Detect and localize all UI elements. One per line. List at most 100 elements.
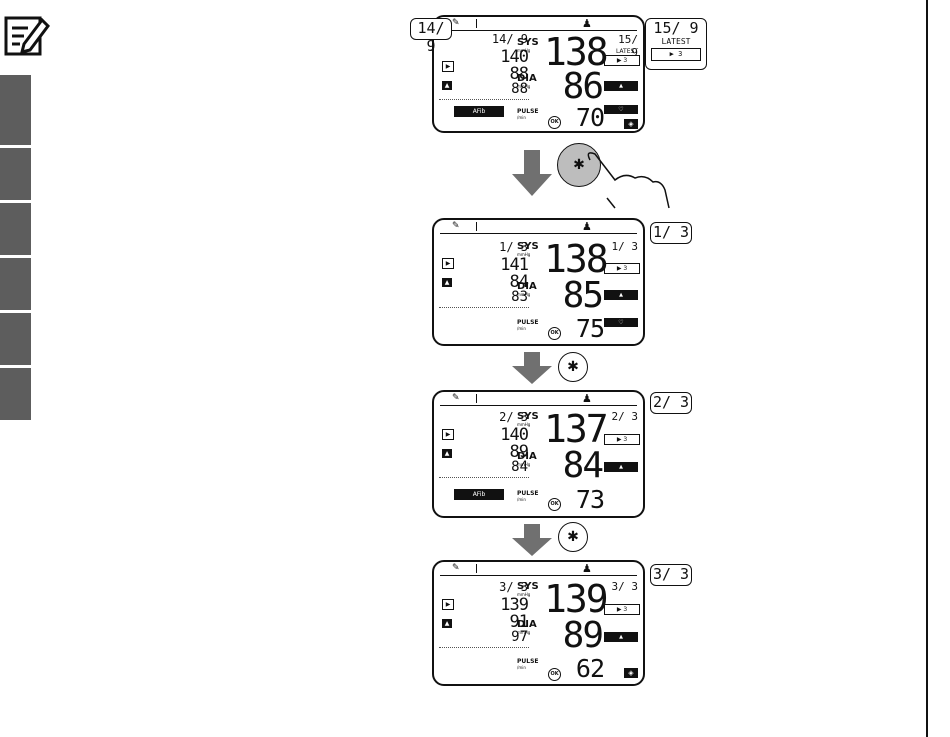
pulse-unit: /min: [517, 665, 526, 670]
sys-label-text: SYS: [517, 581, 539, 592]
bluetooth-icon: ✱: [558, 352, 588, 382]
reading-date: 1/ 3: [611, 240, 639, 253]
pointing-hand-icon: [587, 152, 670, 209]
unit-label: mmHg: [517, 422, 531, 427]
history-date: 1/ 3: [499, 240, 528, 254]
divider: [440, 233, 637, 234]
play-icon: ▶: [442, 258, 454, 269]
pulse-label: PULSE/min: [517, 490, 539, 502]
dia-label-text: DIA: [517, 281, 537, 292]
sys-value: 139: [544, 577, 609, 621]
user-icon: ♟: [582, 220, 592, 233]
pulse-label: PULSE/min: [517, 658, 539, 670]
divider: [439, 99, 529, 100]
unit-label: mmHg: [517, 630, 531, 635]
sidebar-tab[interactable]: [0, 203, 31, 255]
dia-label-text: DIA: [517, 73, 537, 84]
play-icon: ▶: [442, 61, 454, 72]
memo-icon: ✎: [452, 563, 460, 573]
divider: [439, 307, 529, 308]
sidebar-tab[interactable]: [0, 258, 31, 310]
callout-latest-label: LATEST: [661, 37, 691, 46]
dia-value: 86: [562, 66, 604, 107]
history-pulse: 83: [511, 289, 528, 305]
ok-icon: OK: [548, 116, 561, 129]
afib-indicator: AFib: [454, 489, 504, 500]
dia-label-text: DIA: [517, 451, 537, 462]
history-pulse: 97: [511, 629, 528, 645]
sys-dia-indicator: ▲: [604, 462, 638, 472]
pulse-label-text: PULSE: [517, 108, 539, 115]
play-icon: ▶: [442, 429, 454, 440]
history-pulse: 88: [511, 81, 528, 97]
user-icon: ♟: [582, 17, 592, 30]
callout-date: 1/ 3: [652, 223, 690, 241]
dia-value: 89: [562, 615, 604, 656]
play-count-button: ▶ 3: [604, 55, 640, 66]
play-icon: ▶: [442, 599, 454, 610]
sidebar-tab[interactable]: [0, 313, 31, 365]
dia-label-text: DIA: [517, 619, 537, 630]
cuff-icon: ◈: [624, 119, 638, 129]
pulse-value: 73: [575, 485, 605, 514]
unit-label: mmHg: [517, 292, 531, 297]
sidebar-tab[interactable]: [0, 75, 31, 145]
eject-icon: ▲: [442, 619, 452, 628]
history-date: 2/ 3: [499, 410, 528, 424]
pulse-label: PULSE/min: [517, 108, 539, 120]
sys-dia-indicator: ▲: [604, 290, 638, 300]
history-date: 3/ 3: [499, 580, 528, 594]
history-dia: 89: [509, 442, 529, 462]
history-pulse: 84: [511, 459, 528, 475]
unit-label: mmHg: [517, 592, 531, 597]
callout-date-2: 1/ 3: [650, 222, 692, 244]
history-date: 14/ 9: [491, 32, 528, 46]
down-arrow-icon: [512, 150, 552, 196]
callout-date-4: 3/ 3: [650, 564, 692, 586]
pulse-label-text: PULSE: [517, 319, 539, 326]
heart-icon: ♡: [604, 318, 638, 327]
pulse-value: 70: [575, 103, 605, 132]
reading-date: 2/ 3: [611, 410, 639, 423]
unit-label: mmHg: [517, 252, 531, 257]
callout-latest: 15/ 9 LATEST ▶ 3: [645, 18, 707, 70]
pulse-value: 62: [575, 654, 605, 683]
sys-value: 138: [544, 30, 609, 74]
divider: [439, 647, 529, 648]
pulse-unit: /min: [517, 115, 526, 120]
callout-play-button: ▶ 3: [651, 48, 701, 61]
divider: [476, 222, 477, 231]
afib-indicator: AFib: [454, 106, 504, 117]
ok-icon: OK: [548, 498, 561, 511]
unit-label: mmHg: [517, 48, 531, 53]
divider: [440, 575, 637, 576]
divider: [476, 394, 477, 403]
down-arrow-icon: [512, 352, 552, 384]
sidebar-tab[interactable]: [0, 148, 31, 200]
history-dia: 91: [509, 612, 529, 632]
play-count-button: ▶ 3: [604, 604, 640, 615]
history-sys: 139: [500, 595, 529, 615]
history-sys: 140: [500, 425, 529, 445]
sidebar-tab[interactable]: [0, 368, 31, 420]
callout-date: 2/ 3: [652, 393, 690, 411]
unit-label: mmHg: [517, 84, 531, 89]
divider: [439, 477, 529, 478]
down-arrow-icon: [512, 524, 552, 556]
sys-label-text: SYS: [517, 241, 539, 252]
page-edge-line: [926, 0, 928, 737]
cuff-icon: ◈: [624, 668, 638, 678]
bluetooth-button[interactable]: ✱: [557, 143, 601, 187]
memo-icon: ✎: [452, 18, 460, 28]
eject-icon: ▲: [442, 81, 452, 90]
